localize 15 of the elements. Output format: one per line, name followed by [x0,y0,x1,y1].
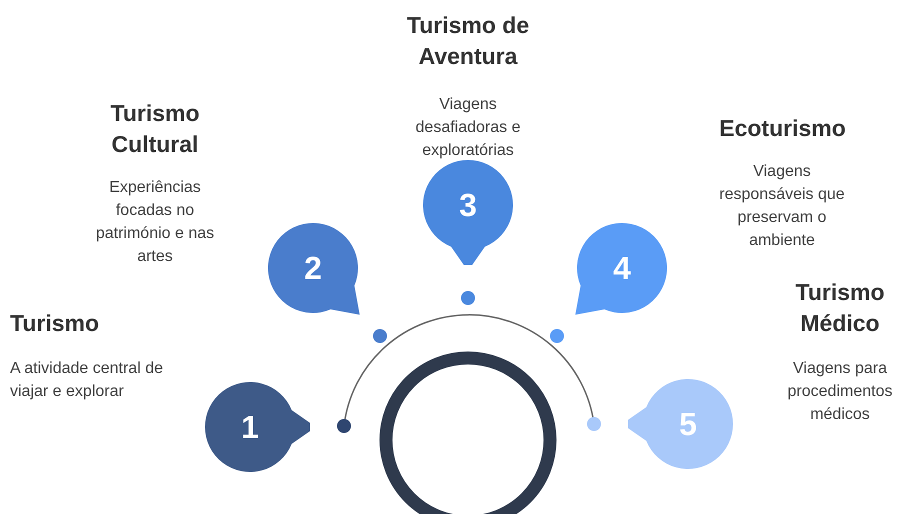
description: Viagens desafiadoras e exploratórias [414,95,522,161]
description: Viagens para procedimentos médicos [786,359,894,425]
step-number: 2 [303,250,323,286]
description: Viagens responsáveis que preservam o ambiente [718,162,846,251]
description: A atividade central de viajar e explorar [10,359,164,402]
step-number: 4 [612,250,632,286]
heading: Ecoturismo [718,114,847,143]
heading: Turismo de Aventura [406,11,530,71]
step-number: 5 [678,406,698,442]
heading: Turismo Médico [794,278,886,338]
heading: Turismo Cultural [109,99,201,159]
step-number: 1 [240,409,260,445]
step-number: 3 [458,187,478,223]
heading: Turismo [10,309,100,338]
description: Experiências focadas no património e nas artes [94,178,216,267]
